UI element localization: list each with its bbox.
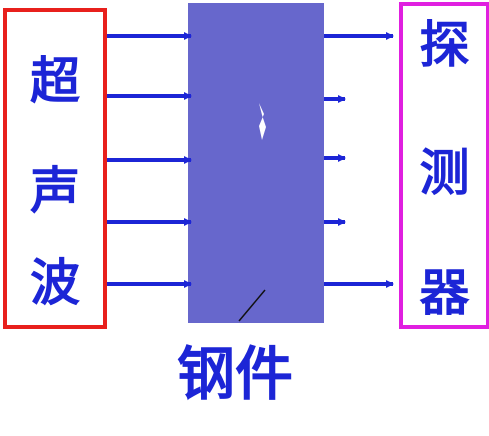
ultrasound-source-box: 超 声 波: [3, 8, 107, 329]
detector-label-char-3: 器: [419, 263, 470, 322]
surface-crack: [238, 289, 266, 322]
detector-box: 探 测 器: [399, 2, 489, 329]
detector-label-char-2: 测: [419, 143, 470, 202]
source-label-char-2: 声: [30, 161, 80, 220]
steel-caption: 钢件: [176, 340, 293, 408]
steel-workpiece: [188, 3, 324, 323]
source-label-char-3: 波: [30, 253, 80, 312]
detector-label-char-1: 探: [419, 15, 470, 74]
internal-flaw: [259, 103, 266, 140]
source-label-char-1: 超: [30, 51, 80, 110]
